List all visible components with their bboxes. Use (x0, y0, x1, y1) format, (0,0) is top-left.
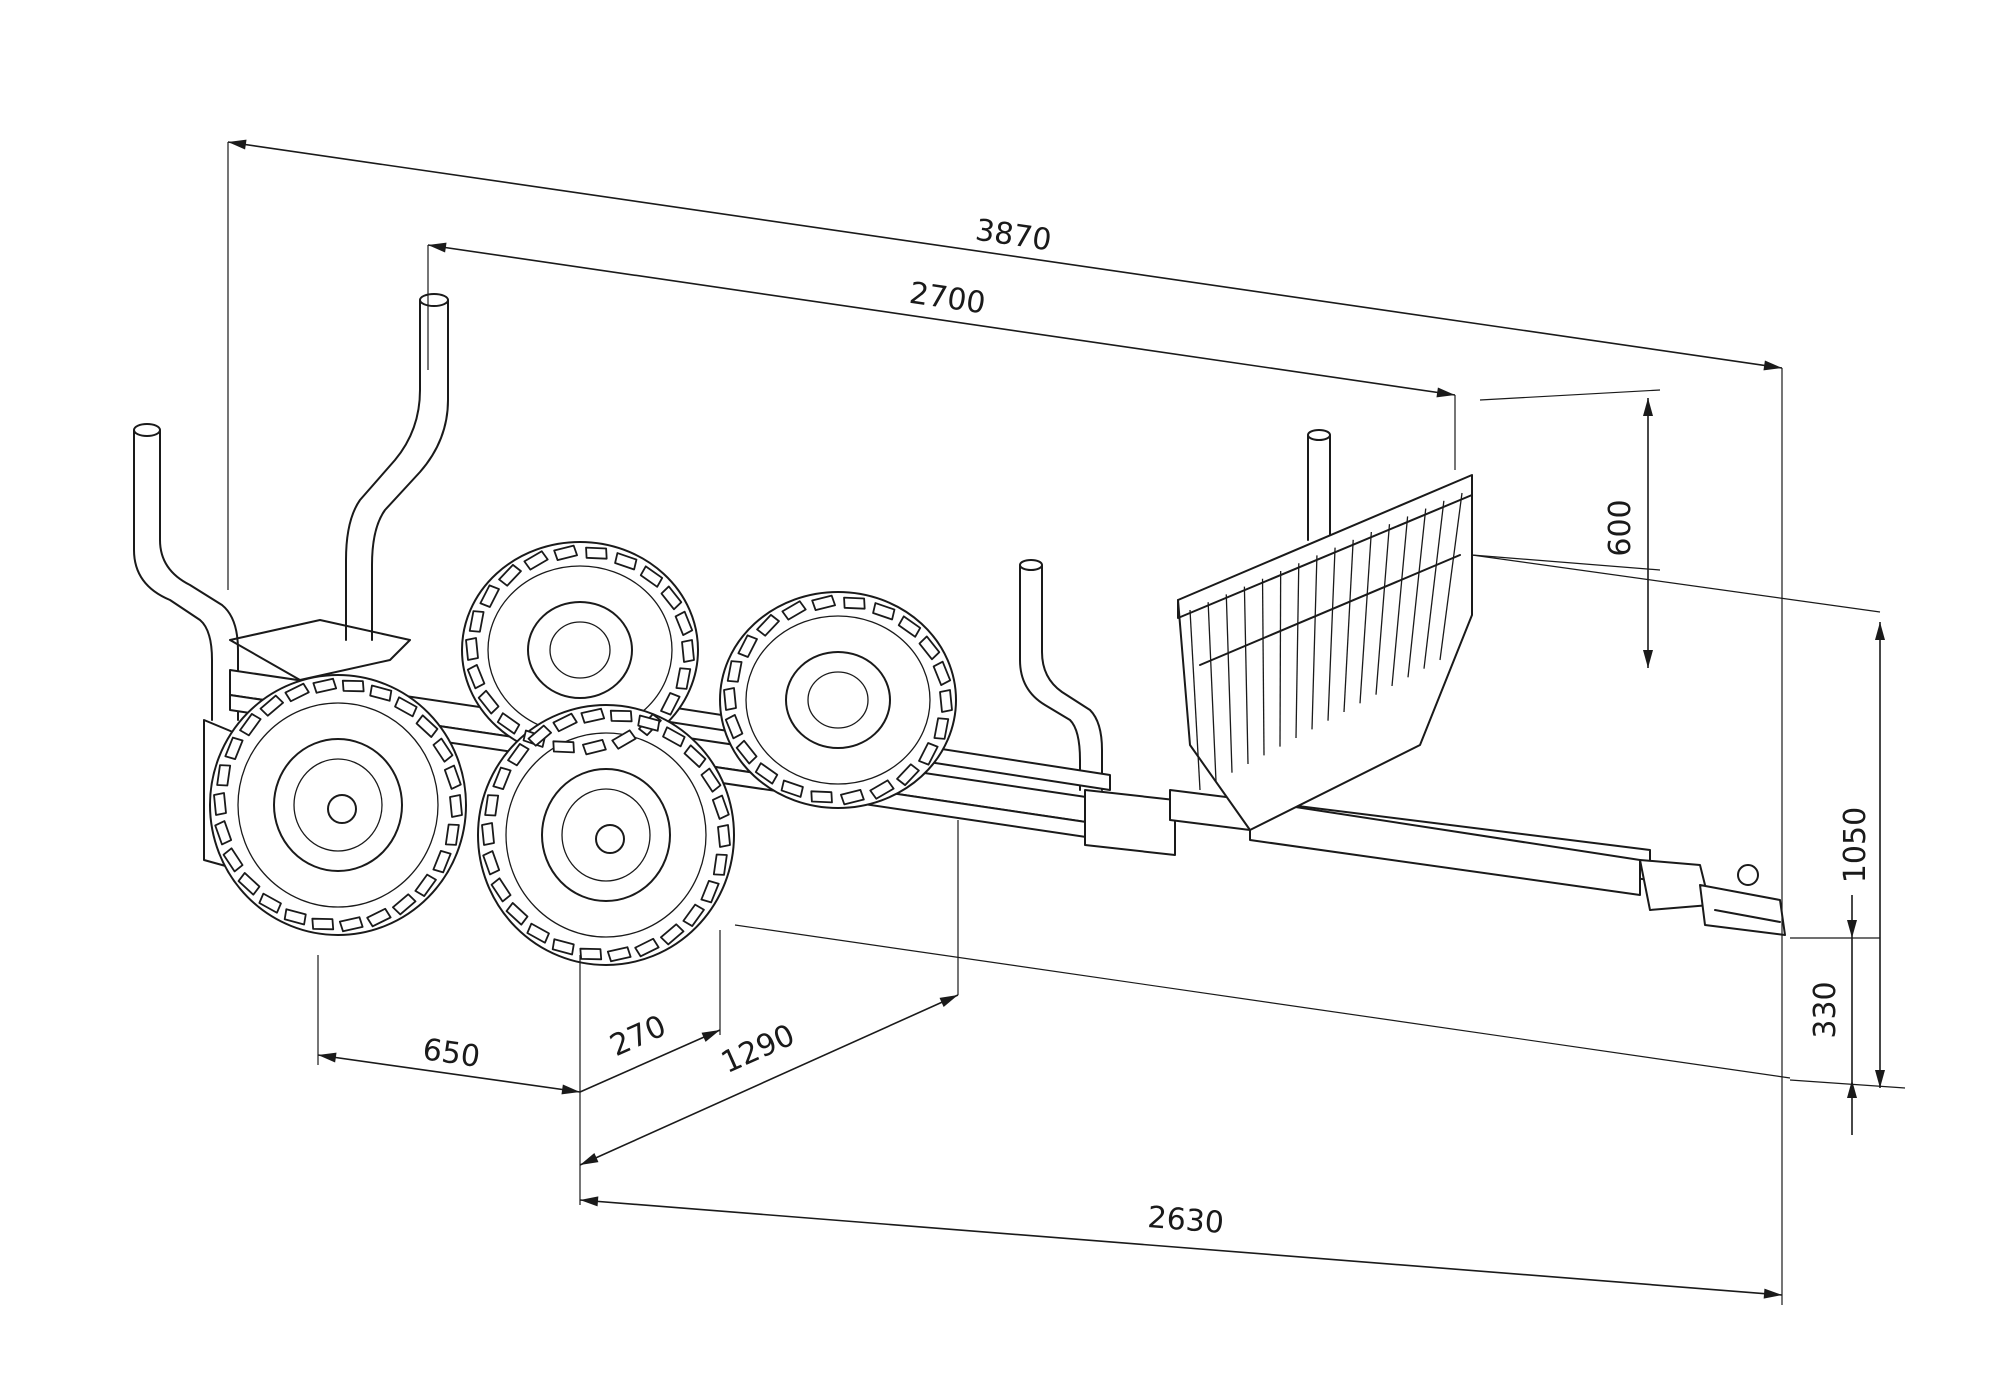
tire-tread-block (841, 594, 868, 612)
grille-bar (1423, 500, 1445, 669)
grille-bar (1327, 547, 1336, 721)
grille-bar (1295, 563, 1300, 739)
dim-label-grille-height: 600 (1603, 499, 1638, 556)
grille-bar (1207, 602, 1217, 782)
tire-tread-block (481, 822, 495, 846)
tire-tread-block (213, 792, 227, 816)
grille-bar (1225, 594, 1233, 773)
wheel-rear-right (719, 591, 957, 809)
dimension-arrowhead (561, 1084, 580, 1095)
dimension-arrowhead (939, 995, 958, 1007)
grille-bar (1439, 492, 1463, 661)
grille-bar (1375, 524, 1391, 695)
dimension-arrowhead (1643, 650, 1653, 668)
drawbar (1169, 789, 1786, 936)
dimension-arrowhead (580, 1153, 599, 1165)
dim-label-track-width: 650 (421, 1032, 483, 1075)
grille-bar (1311, 555, 1318, 730)
dimension-arrowhead (1436, 387, 1455, 398)
dimension-arrowhead (1875, 622, 1885, 640)
dim-label-frame-length: 2700 (907, 276, 988, 322)
grille-bar (1359, 531, 1372, 704)
dimension-arrowhead (1875, 1070, 1885, 1088)
tire-tread-block (310, 915, 336, 933)
dimension-arrowhead (1643, 398, 1653, 416)
tire-tread-block (808, 788, 835, 806)
wheel-front-right (477, 704, 735, 966)
dimension-arrowhead (1763, 360, 1782, 371)
tire-tread-block (583, 544, 610, 562)
dimension-arrowhead (701, 1030, 720, 1042)
dimension-arrowhead (1847, 920, 1857, 938)
headboard-grille (1177, 474, 1473, 831)
dim-label-overall-height: 1050 (1838, 807, 1873, 883)
tire-tread-block (550, 738, 577, 756)
dim-label-drawbar-height: 330 (1808, 981, 1843, 1038)
tire-tread-block (717, 824, 731, 848)
rear-stakes (1019, 429, 1331, 791)
wheel-front-left (209, 674, 467, 936)
grille-bar (1279, 570, 1282, 747)
tire-tread-block (340, 677, 366, 695)
grille-bar (1407, 508, 1427, 678)
tire-tread-block (465, 637, 479, 661)
dim-label-overall-width: 2630 (1146, 1200, 1225, 1241)
grille-bar (1243, 586, 1249, 765)
grille-bar (1189, 609, 1201, 791)
tire-tread-block (723, 687, 737, 711)
dimension-arrowhead (1847, 1080, 1857, 1098)
dimension-arrowhead (318, 1052, 337, 1063)
tire-tread-block (449, 794, 463, 818)
tire-tread-block (608, 707, 634, 725)
tire-tread-block (578, 945, 604, 963)
dimension-lines (227, 139, 1906, 1305)
dimension-arrowhead (428, 242, 447, 253)
grille-bar (1261, 578, 1265, 756)
grille-bar (1391, 516, 1409, 687)
trailer-illustration (133, 293, 1786, 966)
wheel-rear-left (461, 541, 699, 759)
dimension-arrowhead (1763, 1288, 1782, 1299)
dimension-arrowhead (228, 139, 247, 150)
dimension-arrowhead (580, 1196, 599, 1207)
tire-tread-block (681, 639, 695, 663)
grille-bar (1343, 539, 1354, 713)
tire-tread-block (939, 689, 953, 713)
